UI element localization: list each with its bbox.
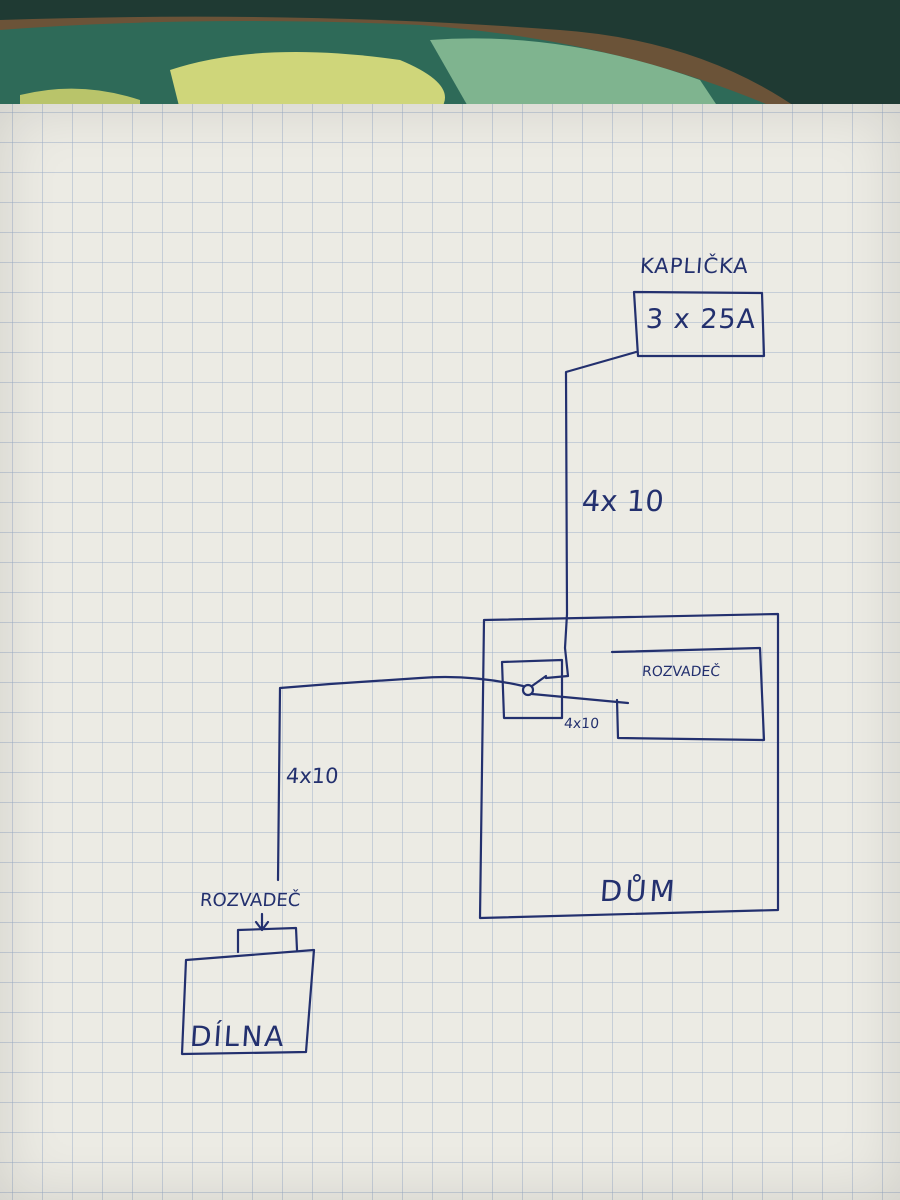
label-dum: DŮM [598, 874, 679, 908]
label-cable-small: 4x10 [563, 716, 600, 732]
house-outline [478, 612, 780, 920]
switch-box [500, 658, 564, 720]
workshop-outline [180, 948, 316, 1056]
cable-top [544, 350, 638, 680]
label-dilna: DÍLNA [188, 1020, 287, 1053]
breaker-box [632, 290, 766, 358]
workshop-distribution-box [236, 926, 299, 954]
house-distribution-box [610, 646, 766, 742]
label-kaplicka: KAPLIČKA [639, 254, 750, 278]
arrow-workshop [254, 912, 270, 932]
switch-contact [521, 683, 535, 697]
label-cable-top: 4x 10 [580, 484, 665, 518]
grid-paper [0, 104, 900, 1200]
switch-to-rozvadec [530, 692, 630, 705]
label-rozvadec-house: ROZVADEČ [641, 664, 721, 680]
cable-left [276, 675, 525, 882]
switch-lever [530, 674, 548, 688]
label-rozvadec-workshop: ROZVADEČ [199, 890, 302, 911]
label-cable-left: 4x10 [285, 764, 340, 788]
label-breaker: 3 x 25A [644, 304, 758, 335]
